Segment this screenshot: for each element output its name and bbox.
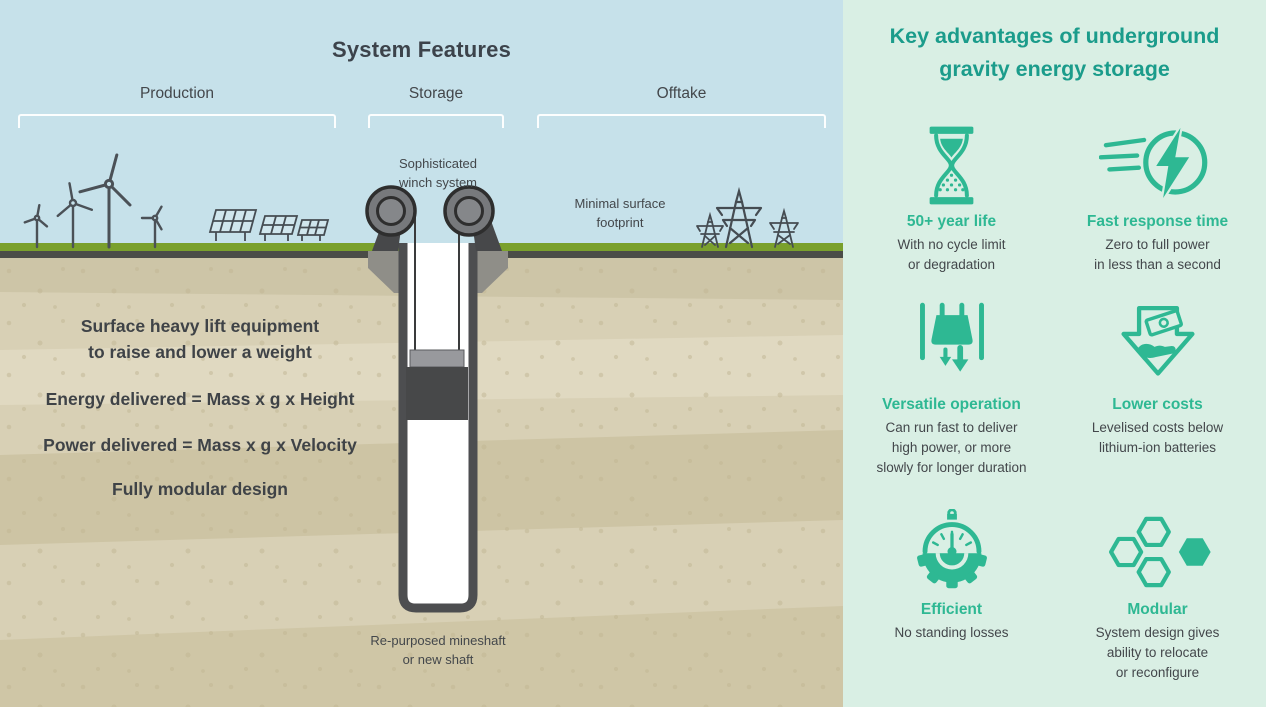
bracket-offtake — [537, 114, 826, 128]
advantage-fast-response: Fast response time Zero to full power in… — [1060, 122, 1256, 275]
section-label-offtake: Offtake — [656, 85, 707, 102]
weight-drop-icon — [919, 302, 984, 372]
footprint-caption: Minimal surface footprint — [574, 196, 666, 230]
pylon — [696, 211, 724, 248]
wind-turbines — [23, 153, 163, 249]
note-heavy-lift: Surface heavy lift equipment to raise an… — [80, 316, 320, 362]
winch-caption: Sophisticated winch system — [398, 156, 478, 190]
advantage-50-year-life: 50+ year life With no cycle limit or deg… — [854, 122, 1050, 275]
winch-pulleys — [365, 185, 502, 251]
advantage-versatile-operation: Versatile operation Can run fast to deli… — [854, 295, 1050, 478]
advantage-lower-costs: Lower costs Levelised costs below lithiu… — [1060, 295, 1256, 478]
solar-array — [296, 219, 330, 241]
sky — [0, 0, 843, 243]
mineshaft — [398, 243, 478, 613]
page-title: System Features — [331, 36, 512, 62]
section-label-production: Production — [139, 85, 215, 102]
solar-array — [258, 215, 299, 241]
wind-turbine — [78, 153, 132, 249]
hourglass-icon — [929, 126, 974, 205]
note-modular: Fully modular design — [112, 479, 288, 499]
hoist-cables — [414, 212, 460, 352]
money-hand-arrow-icon — [1120, 306, 1195, 376]
solar-panels — [208, 209, 330, 241]
bracket-storage — [368, 114, 504, 128]
pylon — [715, 186, 763, 249]
wind-turbine — [140, 205, 163, 249]
note-power: Power delivered = Mass x g x Velocity — [43, 435, 357, 455]
shaft-caption: Re-purposed mineshaft or new shaft — [370, 633, 506, 667]
wind-turbine — [23, 203, 49, 249]
transmission-towers — [696, 186, 799, 249]
advantage-efficient: Efficient No standing losses — [854, 498, 1050, 683]
weight-block — [406, 367, 468, 420]
section-label-storage: Storage — [408, 85, 464, 102]
scene-illustration — [0, 0, 843, 707]
wind-turbine — [56, 182, 93, 249]
advantages-title: Key advantages of underground gravity en… — [889, 24, 1220, 81]
note-energy: Energy delivered = Mass x g x Height — [45, 389, 355, 409]
pylon — [769, 207, 799, 248]
hexagon-modules-icon — [1108, 516, 1211, 588]
lightning-speed-icon — [1099, 126, 1208, 200]
weight-cap — [409, 349, 465, 368]
advantage-modular: Modular System design gives ability to r… — [1060, 498, 1256, 683]
advantages-panel: Key advantages of underground gravity en… — [843, 0, 1266, 707]
advantages-grid: 50+ year life With no cycle limit or deg… — [843, 122, 1266, 703]
system-features-panel: System Features Production Storage Offta… — [0, 0, 843, 707]
bracket-production — [18, 114, 336, 128]
solar-array — [208, 209, 258, 241]
stopwatch-gear-icon — [916, 509, 987, 589]
